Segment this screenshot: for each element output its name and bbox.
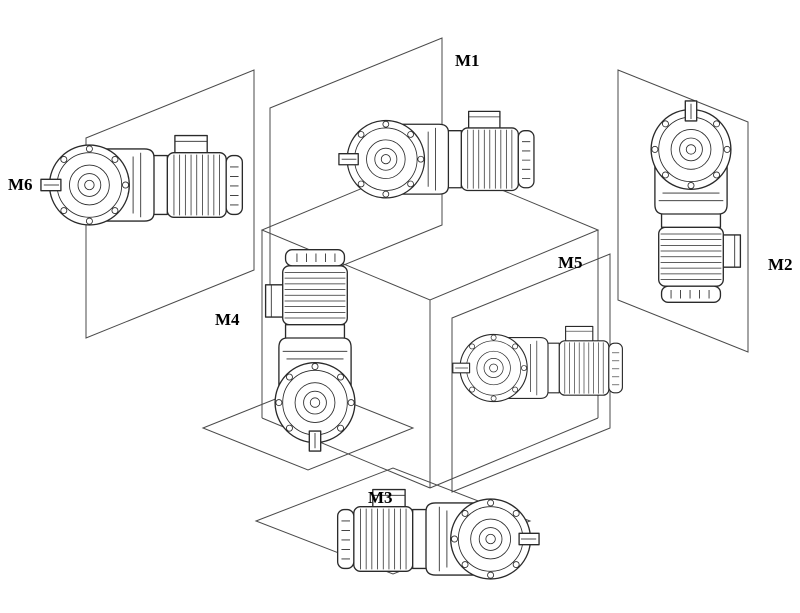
mounting-plane-m2 [617,69,749,353]
position-labels: M1 M2 M3 M4 M5 M6 [8,51,793,507]
gearmotor-m4-drawing [264,248,356,452]
gearmotor-m2-drawing [650,100,742,304]
label-m6: M6 [8,175,33,194]
mounting-plane-m6 [85,69,255,339]
mounting-plane-m1 [269,37,443,296]
label-m3: M3 [368,488,393,507]
label-m4: M4 [215,310,240,329]
mounting-planes [85,37,749,575]
label-m2: M2 [768,255,793,274]
mounting-plane-m4 [201,385,415,471]
gearmotor-m1-drawing [338,110,535,199]
label-m5: M5 [558,253,583,272]
gearmotor-m6-drawing [40,134,244,226]
gearmotor-m5-drawing [452,325,623,403]
label-m1: M1 [455,51,480,70]
mounting-plane-m5 [451,253,611,493]
